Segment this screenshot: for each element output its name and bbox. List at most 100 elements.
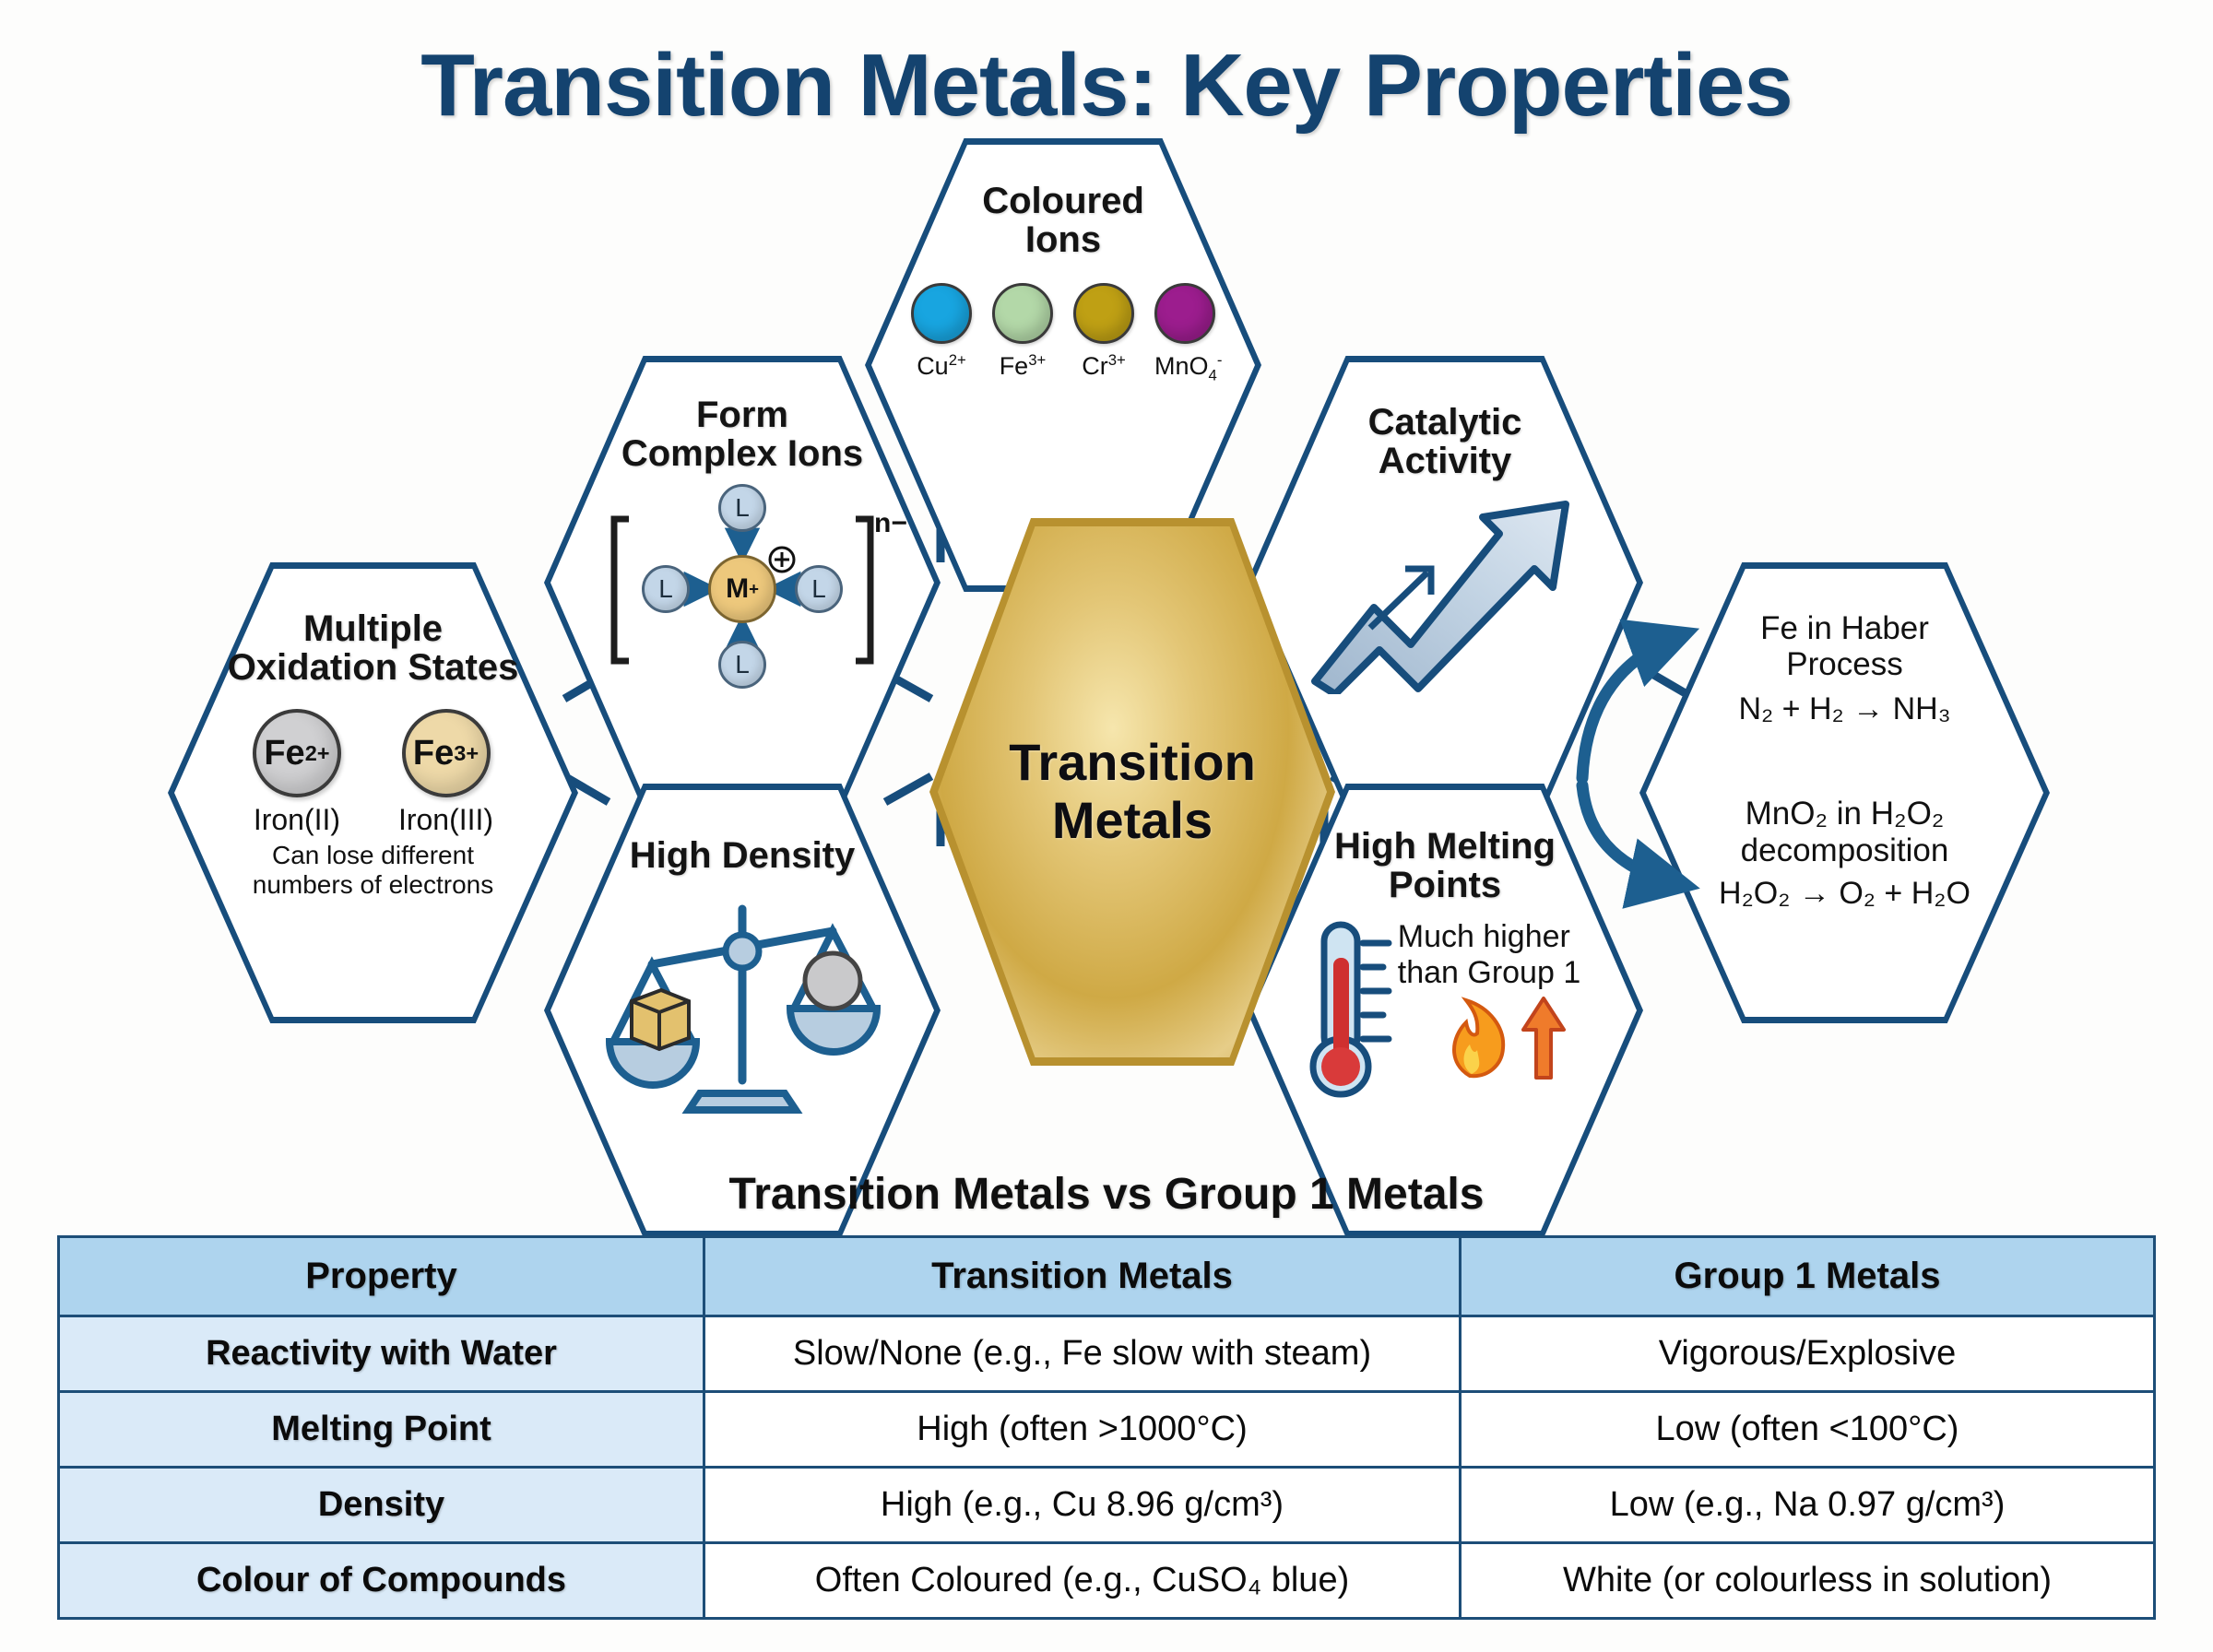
ligand-arrows [610, 515, 874, 665]
fe3-label: Iron(III) [397, 803, 494, 837]
col-header-group1-metals: Group 1 Metals [1459, 1235, 2156, 1317]
page-title: Transition Metals: Key Properties [420, 36, 1793, 135]
bracket-left [610, 515, 629, 665]
scale-pivot [722, 931, 763, 972]
catalyst-curved-arrows [1576, 619, 1700, 909]
hex-center-transition-metals[interactable]: Transition Metals [929, 518, 1335, 1066]
arrow-to-haber [1576, 619, 1700, 785]
table-row: Colour of Compounds Often Coloured (e.g.… [57, 1541, 2156, 1620]
hex-title-catalytic-activity: Catalytic Activity [1367, 402, 1522, 481]
title-line-2: Oxidation States [227, 646, 519, 688]
ion-swatch-mno4 [1154, 283, 1215, 345]
ion-swatch-fe [992, 283, 1053, 345]
hex-title-complex-ions: Form Complex Ions [621, 395, 864, 474]
cell-property: Density [57, 1466, 705, 1544]
complex-ion-diagram: L L L L M+ n− [590, 480, 907, 692]
hex-fill [1253, 362, 1637, 803]
hex-complex-ions[interactable]: Form Complex Ions [544, 356, 941, 809]
ion-swatch-cr [1073, 283, 1134, 345]
hex-center-label: Transition Metals [929, 518, 1335, 1066]
title-line-1: Catalytic [1367, 402, 1522, 442]
table-row: Reactivity with Water Slow/None (e.g., F… [57, 1315, 2156, 1393]
center-line-1: Transition [1009, 733, 1256, 792]
upward-trend-arrow-icon [1311, 501, 1569, 695]
hex-catalytic-activity[interactable]: Catalytic Activity [1247, 356, 1643, 809]
haber-line-2: Process [1786, 646, 1903, 683]
comparison-table: Property Transition Metals Group 1 Metal… [57, 1235, 2156, 1620]
col-header-property: Property [57, 1235, 705, 1317]
hex-fill [938, 526, 1327, 1057]
hex-catalyst-examples[interactable]: Fe in Haber Process N₂ + H₂ → NH₃ MnO₂ i… [1639, 562, 2050, 1023]
scale-pan-right [786, 1004, 881, 1056]
gold-cube-icon [630, 987, 691, 1051]
hex-high-density[interactable]: High Density [544, 784, 941, 1237]
center-line-2: Metals [1051, 791, 1213, 849]
metal-centre: M+ [708, 555, 776, 624]
note-line-1: Much higher [1397, 919, 1570, 955]
ion-label-cr: Cr3+ [1082, 351, 1126, 381]
haber-equation: N₂ + H₂ → NH₃ [1738, 691, 1951, 727]
bracket-right [856, 515, 874, 665]
ion-label-cu: Cu2+ [917, 351, 966, 381]
table-row: Melting Point High (often >1000°C) Low (… [57, 1390, 2156, 1469]
oxidation-note: Can lose different numbers of electrons [253, 841, 493, 899]
title-line-2: Activity [1378, 440, 1512, 481]
bracket-charge-label: n− [874, 508, 907, 539]
ion-label-fe: Fe3+ [999, 351, 1047, 381]
title-line-1: High Melting [1334, 826, 1556, 867]
mno2-line-1: MnO₂ in H₂O₂ [1745, 796, 1945, 832]
title-line-2: Complex Ions [621, 432, 864, 474]
cell-transition: High (often >1000°C) [703, 1390, 1462, 1469]
scale-base [681, 1089, 803, 1114]
title-line-1: Multiple [302, 608, 444, 649]
ion-swatch-cu [911, 283, 972, 345]
ligand-right: L [795, 565, 843, 614]
cell-transition: Slow/None (e.g., Fe slow with steam) [703, 1315, 1462, 1393]
balance-scale-icon [605, 904, 881, 1114]
cell-property: Colour of Compounds [57, 1541, 705, 1620]
mno2-example: MnO₂ in H₂O₂ decomposition [1741, 796, 1949, 867]
metal-symbol: M [726, 573, 750, 605]
cell-property: Melting Point [57, 1390, 705, 1469]
hex-coloured-ions[interactable]: Coloured Ions Cu2+ Fe3+ Cr3+ MnO4- [865, 138, 1261, 592]
hex-high-melting-points[interactable]: High Melting Points [1247, 784, 1643, 1237]
cell-property: Reactivity with Water [57, 1315, 705, 1393]
title-line-2: Points [1388, 864, 1502, 905]
small-arrow-head [1405, 565, 1435, 596]
charge-circle-outline [768, 546, 796, 573]
ligand-top: L [718, 484, 766, 533]
thermometer-icon [1309, 921, 1392, 1098]
haber-example: Fe in Haber Process [1760, 610, 1929, 682]
cell-transition: Often Coloured (e.g., CuSO₄ blue) [703, 1541, 1462, 1620]
title-line-2: Ions [1024, 218, 1102, 260]
ion-label-row: Cu2+ Fe3+ Cr3+ MnO4- [911, 351, 1222, 384]
small-arrow-shaft [1367, 570, 1430, 631]
hex-title-high-melting-points: High Melting Points [1334, 826, 1556, 905]
flame-and-up-arrow-icon [1451, 996, 1566, 1080]
mno2-line-2: decomposition [1740, 832, 1949, 868]
comparison-table-title: Transition Metals vs Group 1 Metals [728, 1170, 1485, 1219]
ligand-bottom: L [718, 641, 766, 690]
fe2-label: Iron(II) [253, 803, 341, 837]
note-line-1: Can lose different [272, 841, 474, 870]
hex-title-coloured-ions: Coloured Ions [982, 182, 1144, 260]
col-header-transition-metals: Transition Metals [703, 1235, 1462, 1317]
cell-group1: White (or colourless in solution) [1459, 1541, 2156, 1620]
table-row: Density High (e.g., Cu 8.96 g/cm³) Low (… [57, 1466, 2156, 1544]
title-line-1: Form [695, 395, 788, 435]
cell-group1: Low (often <100°C) [1459, 1390, 2156, 1469]
cell-transition: High (e.g., Cu 8.96 g/cm³) [703, 1466, 1462, 1544]
note-line-2: than Group 1 [1397, 954, 1581, 990]
hex-title-oxidation-states: Multiple Oxidation States [227, 608, 519, 688]
note-line-2: numbers of electrons [252, 869, 494, 899]
cell-group1: Low (e.g., Na 0.97 g/cm³) [1459, 1466, 2156, 1544]
cell-group1: Vigorous/Explosive [1459, 1315, 2156, 1393]
mno2-equation: H₂O₂ → O₂ + H₂O [1719, 875, 1970, 911]
hex-fill [1253, 790, 1637, 1231]
